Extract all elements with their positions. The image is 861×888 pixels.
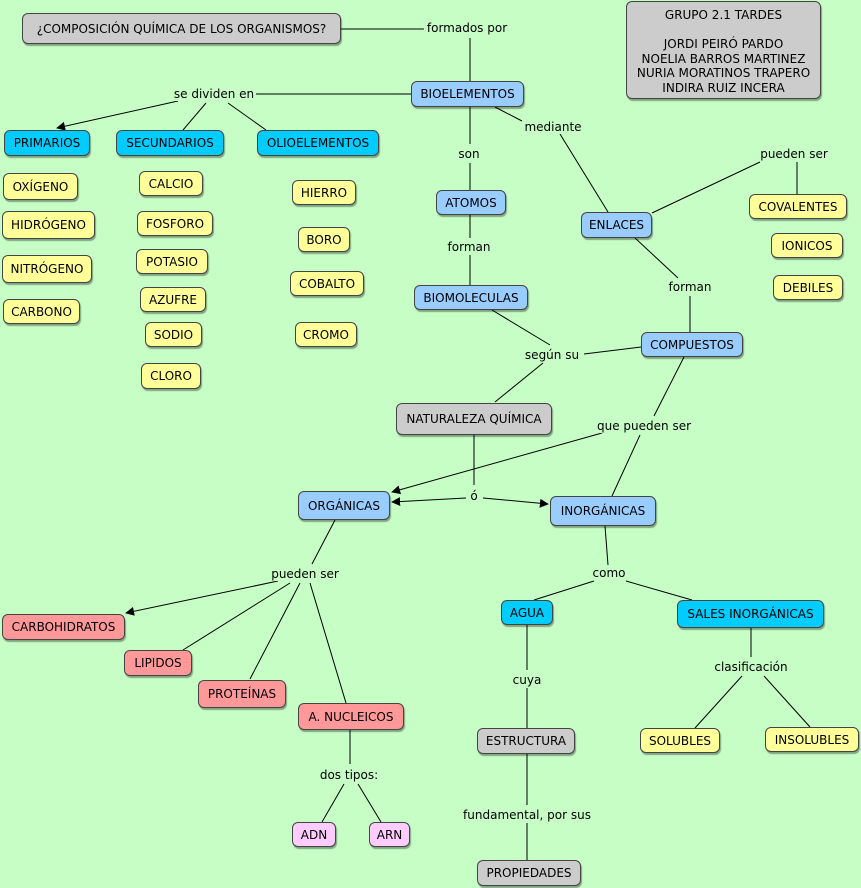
link-label-forman-enlaces: forman (666, 280, 714, 294)
hidrogeno-node[interactable]: HIDRÓGENO (2, 211, 95, 239)
hierro-node[interactable]: HIERRO (292, 180, 356, 205)
cloro-node[interactable]: CLORO (141, 363, 201, 389)
link-label-pueden-ser-enlaces: pueden ser (758, 147, 830, 161)
link-label-clasificacion: clasificación (712, 660, 790, 674)
calcio-node[interactable]: CALCIO (139, 171, 203, 196)
link-enlaces-forman (634, 237, 679, 279)
nitrogeno-node[interactable]: NITRÓGENO (2, 255, 92, 283)
oxigeno-node[interactable]: OXÍGENO (3, 173, 78, 200)
adn-node[interactable]: ADN (292, 822, 336, 847)
link-label-que-pueden-ser: que pueden ser (594, 419, 694, 433)
olioelementos-node[interactable]: OLIOELEMENTOS (257, 130, 379, 156)
link-compuestos-quepueden (653, 356, 685, 417)
link-o-inorganicas (482, 497, 549, 508)
cobalto-node[interactable]: COBALTO (290, 271, 364, 296)
solubles-node[interactable]: SOLUBLES (640, 728, 720, 753)
link-puedenser-lipidos (182, 582, 291, 651)
link-segun-naturaleza (494, 362, 544, 403)
link-label-fundamental: fundamental, por sus (461, 808, 593, 822)
group-line: NOELIA BARROS MARTINEZ (641, 51, 806, 66)
link-bioelementos-mediante (494, 106, 523, 122)
enlaces-node[interactable]: ENLACES (581, 212, 652, 238)
link-compuestos-segun (583, 346, 642, 355)
link-clasificacion-solubles (694, 675, 743, 729)
proteinas-node[interactable]: PROTEÍNAS (198, 680, 286, 708)
link-sedividen-primarios (56, 100, 179, 131)
lipidos-node[interactable]: LIPIDOS (124, 650, 192, 676)
link-label-pueden-ser-organicas: pueden ser (269, 567, 341, 581)
cromo-node[interactable]: CROMO (295, 322, 357, 347)
group-line: NURIA MORATINOS TRAPERO (636, 66, 811, 80)
primarios-node[interactable]: PRIMARIOS (4, 130, 90, 156)
compuestos-node[interactable]: COMPUESTOS (641, 332, 743, 357)
link-como-agua (533, 580, 595, 601)
link-puedenser-carbohidratos (125, 580, 279, 616)
potasio-node[interactable]: POTASIO (136, 249, 208, 274)
link-label-formados-por: formados por (424, 21, 510, 35)
link-dostipos-adn (321, 783, 345, 823)
link-label-o: ó (468, 489, 480, 503)
group-line: INDIRA RUIZ INCERA (662, 80, 785, 95)
azufre-node[interactable]: AZUFRE (140, 287, 206, 312)
arn-node[interactable]: ARN (369, 822, 410, 847)
link-puedenser-proteinas (249, 582, 301, 680)
link-dostipos-arn (357, 783, 382, 823)
link-organicas-puedenser (311, 519, 336, 565)
estructura-node[interactable]: ESTRUCTURA (477, 728, 575, 754)
fosforo-node[interactable]: FOSFORO (137, 211, 213, 236)
link-como-sales (625, 580, 693, 601)
link-label-se-dividen-en: se dividen en (171, 87, 257, 101)
link-label-como: como (590, 566, 628, 580)
debiles-node[interactable]: DEBILES (773, 275, 843, 300)
inorganicas-node[interactable]: INORGÁNICAS (550, 496, 656, 526)
link-o-organicas (391, 497, 467, 507)
link-label-forman-atomos: forman (445, 240, 493, 254)
link-inorganicas-como (604, 525, 609, 566)
carbono-node[interactable]: CARBONO (3, 299, 80, 324)
link-enlaces-puedenser (651, 161, 761, 214)
biomoleculas-node[interactable]: BIOMOLECULAS (414, 285, 528, 310)
propiedades-node[interactable]: PROPIEDADES (477, 860, 581, 886)
link-label-son: son (456, 147, 482, 161)
carbohidratos-node[interactable]: CARBOHIDRATOS (2, 614, 125, 640)
link-label-dos-tipos: dos tipos: (317, 768, 381, 782)
insolubles-node[interactable]: INSOLUBLES (765, 727, 859, 752)
link-label-segun-su: según su (522, 348, 582, 362)
link-quepueden-inorganicas (611, 434, 641, 497)
atomos-node[interactable]: ATOMOS (436, 190, 506, 215)
group-line: JORDI PEIRÓ PARDO (663, 37, 784, 51)
group-info-node[interactable]: GRUPO 2.1 TARDES JORDI PEIRÓ PARDO NOELI… (626, 1, 821, 99)
covalentes-node[interactable]: COVALENTES (749, 194, 847, 219)
link-sedividen-secundarios (182, 102, 207, 131)
link-mediante-enlaces (559, 133, 609, 213)
link-biomoleculas-segun (491, 309, 551, 346)
organicas-node[interactable]: ORGÁNICAS (298, 491, 390, 520)
link-label-mediante: mediante (522, 120, 584, 134)
link-puedenser-nucleicos (309, 582, 347, 704)
boro-node[interactable]: BORO (298, 227, 350, 252)
title-node[interactable]: ¿COMPOSICIÓN QUÍMICA DE LOS ORGANISMOS? (22, 13, 341, 44)
sales-inorganicas-node[interactable]: SALES INORGÁNICAS (677, 600, 824, 628)
naturaleza-quimica-node[interactable]: NATURALEZA QUÍMICA (396, 403, 552, 435)
link-label-cuya: cuya (510, 673, 544, 687)
agua-node[interactable]: AGUA (501, 600, 553, 625)
bioelementos-node[interactable]: BIOELEMENTOS (411, 81, 524, 107)
sodio-node[interactable]: SODIO (145, 322, 202, 347)
link-sedividen-olioelementos (227, 102, 267, 131)
link-clasificacion-insolubles (763, 675, 811, 728)
ionicos-node[interactable]: IONICOS (771, 233, 843, 258)
group-line: GRUPO 2.1 TARDES (664, 8, 783, 22)
secundarios-node[interactable]: SECUNDARIOS (116, 130, 224, 156)
link-quepueden-organicas (391, 432, 603, 495)
acidos-nucleicos-node[interactable]: A. NUCLEICOS (298, 703, 404, 730)
